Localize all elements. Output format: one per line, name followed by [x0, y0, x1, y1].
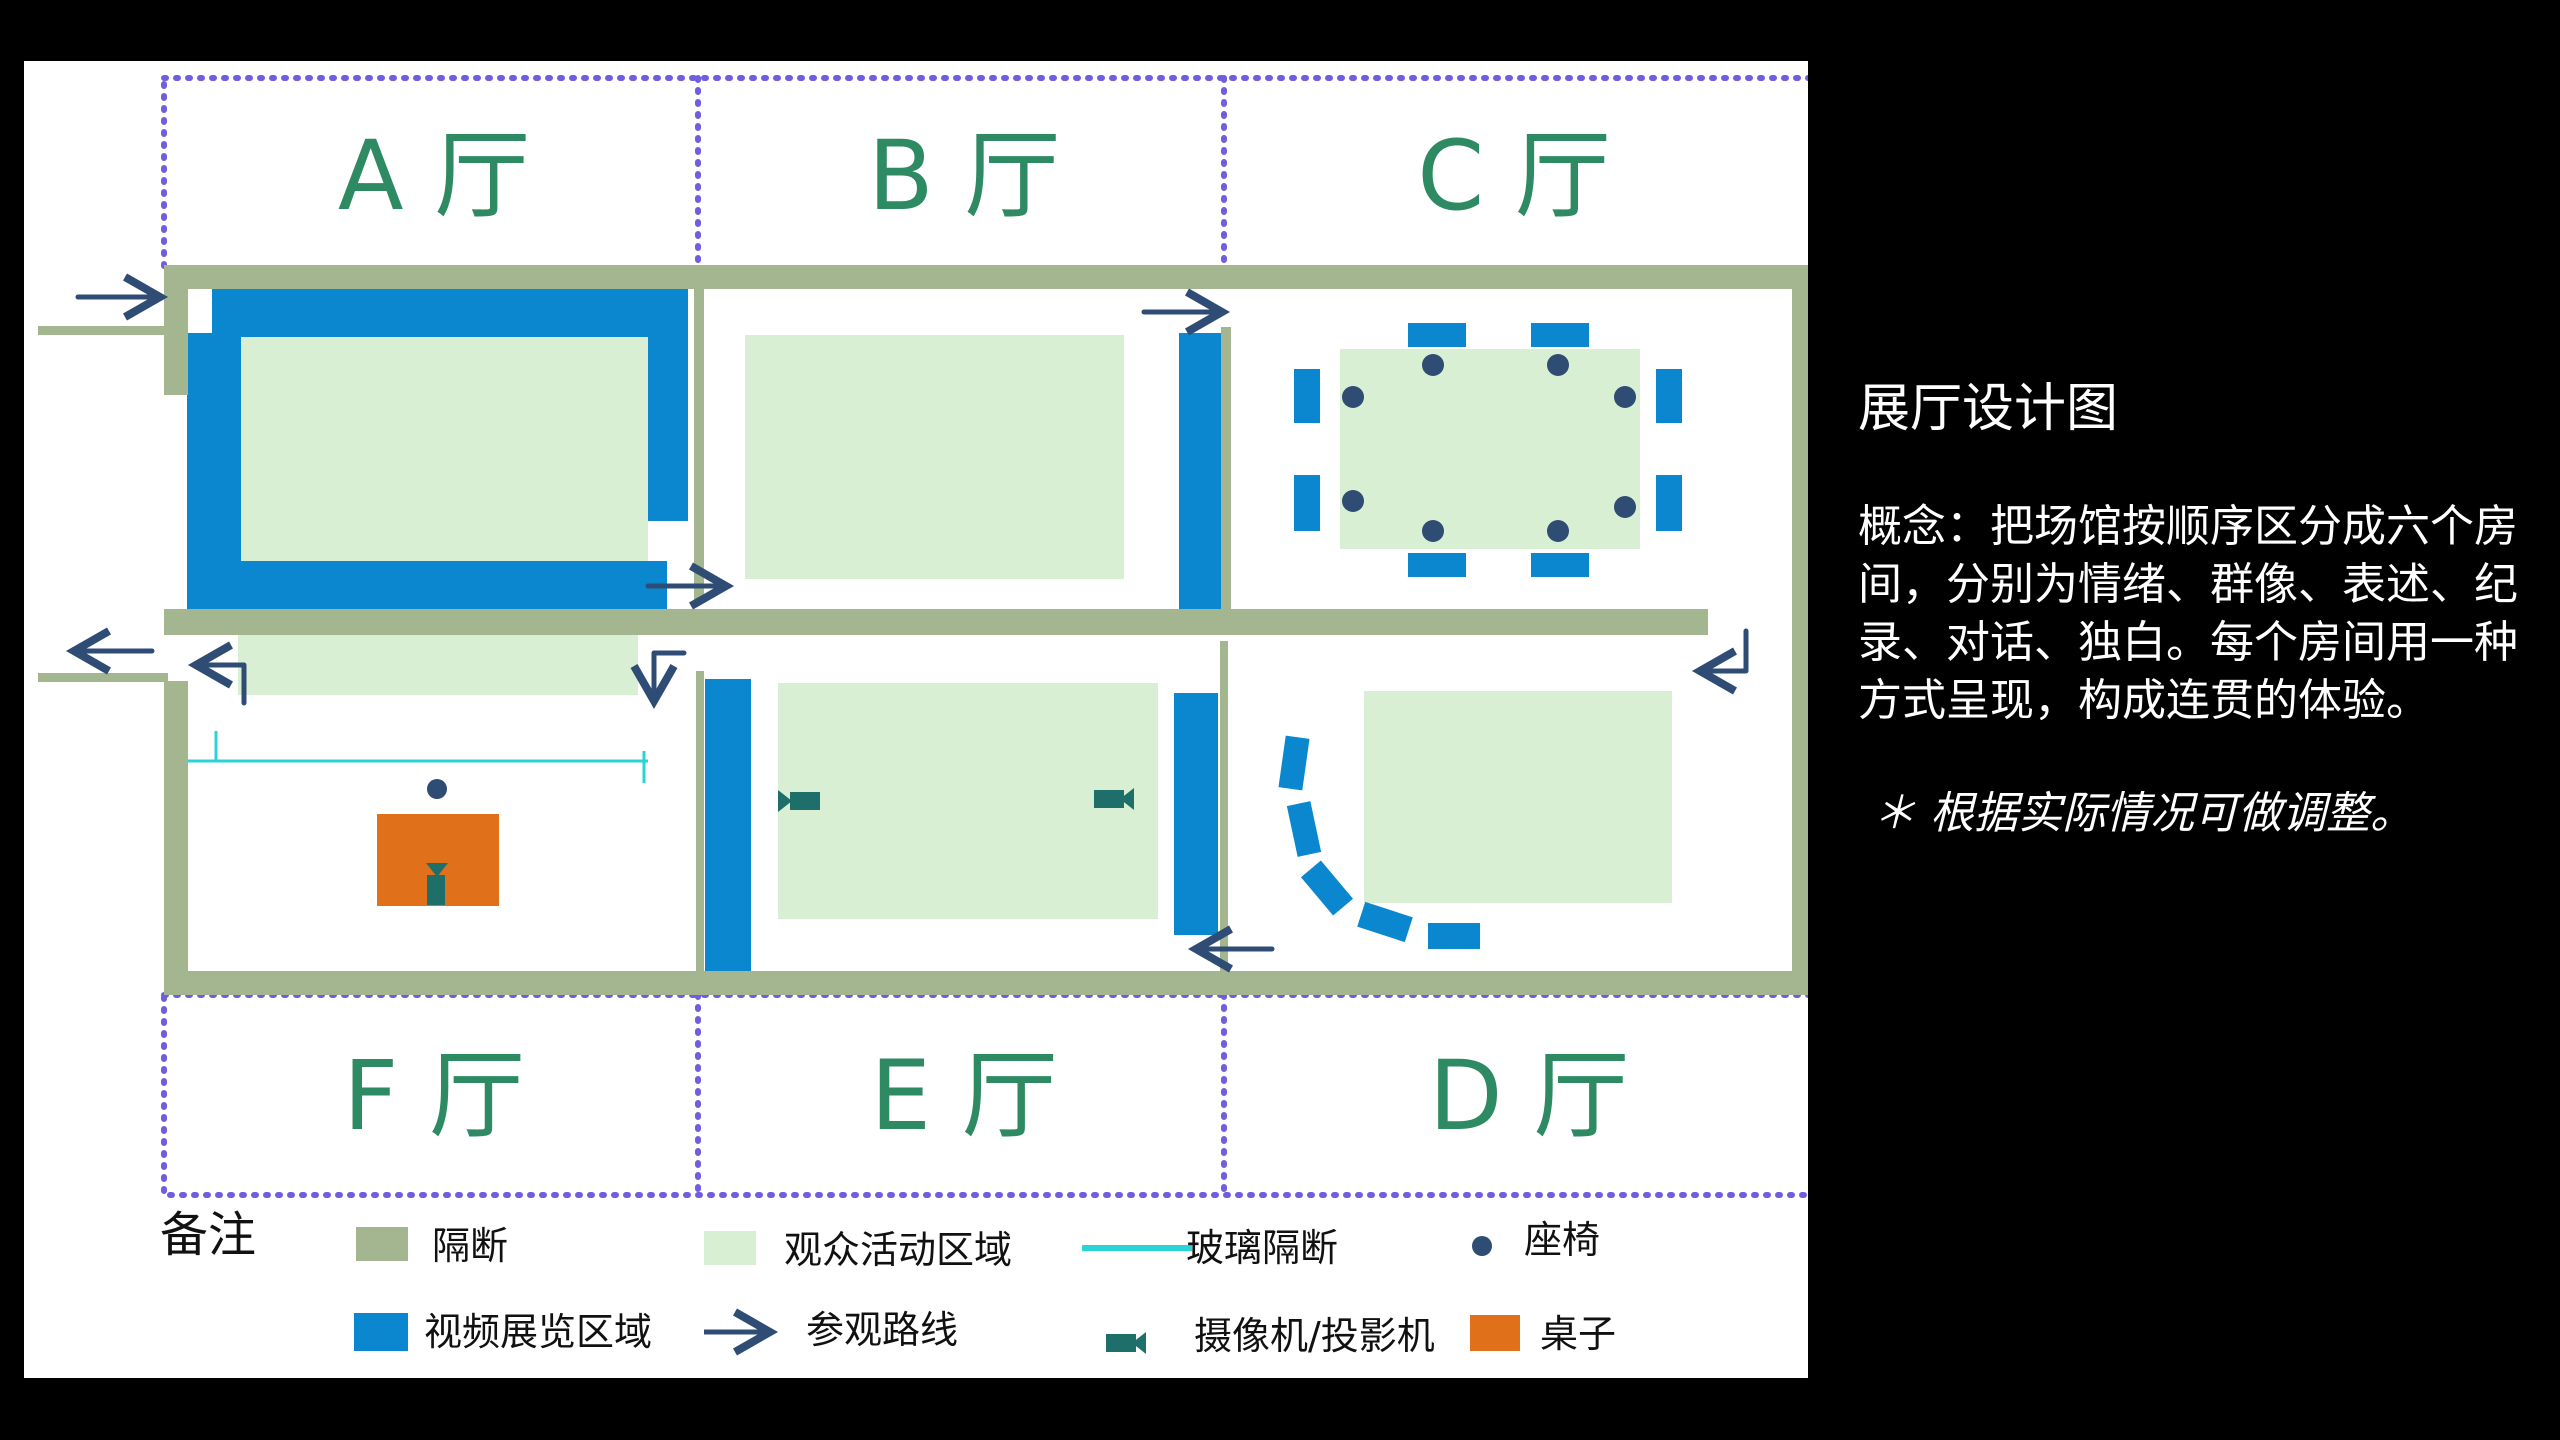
bench-c-right-2: [1656, 475, 1682, 531]
camera-f-icon: [426, 863, 448, 905]
bench-c-bottom-1: [1408, 553, 1466, 577]
route-arrow-e-to-f: [630, 650, 687, 710]
partitions: [38, 265, 1808, 995]
legend-video-swatch: [354, 1313, 408, 1351]
legend-route-label: 参观路线: [806, 1308, 958, 1352]
seat-c-5: [1342, 490, 1364, 512]
floor-plan-panel: A 厅 B 厅 C 厅 F 厅 E 厅 D 厅: [24, 61, 1808, 1378]
seat-c-2: [1547, 354, 1569, 376]
legend-audience-label: 观众活动区域: [784, 1228, 1012, 1272]
audience-area-f-strip: [238, 625, 638, 695]
description-panel: 展厅设计图 概念：把场馆按顺序区分成六个房间，分别为情绪、群像、表述、纪录、对话…: [1858, 378, 2518, 841]
legend-video-label: 视频展览区域: [424, 1310, 652, 1354]
video-area-a-bottom: [187, 561, 667, 613]
wall-bc: [1221, 327, 1231, 611]
bench-d-1: [1278, 735, 1310, 791]
bench-d-5: [1428, 923, 1480, 949]
seat-c-6: [1614, 496, 1636, 518]
seat-c-8: [1547, 520, 1569, 542]
route-arrow-c-to-d: [1691, 628, 1749, 695]
legend-table-swatch: [1470, 1315, 1520, 1351]
legend-title: 备注: [160, 1207, 256, 1263]
seat-c-7: [1422, 520, 1444, 542]
wall-left-lower: [164, 681, 188, 973]
video-area-e-right: [1174, 693, 1218, 935]
camera-e-left-icon: [778, 790, 820, 812]
bench-c-bottom-2: [1531, 553, 1589, 577]
seats-c: [1342, 354, 1636, 542]
video-areas: [187, 287, 1682, 971]
description-concept: 概念：把场馆按顺序区分成六个房间，分别为情绪、群像、表述、纪录、对话、独白。每个…: [1858, 501, 2518, 727]
bench-d-3: [1300, 860, 1354, 916]
legend-audience-swatch: [704, 1231, 756, 1265]
legend-seat-label: 座椅: [1524, 1218, 1600, 1262]
legend-seat-swatch: [1472, 1236, 1492, 1256]
hall-label-e: E 厅: [870, 1040, 1057, 1152]
seat-c-4: [1614, 386, 1636, 408]
seat-c-1: [1422, 354, 1444, 376]
video-area-b: [1179, 333, 1221, 609]
legend-partition-label: 隔断: [432, 1224, 508, 1268]
wall-bottom: [164, 971, 1808, 995]
bench-c-left-1: [1294, 369, 1320, 423]
bench-c-right-1: [1656, 369, 1682, 423]
audience-areas: [238, 335, 1672, 919]
glass-partition: [188, 731, 648, 783]
audience-area-a: [238, 337, 648, 567]
bench-c-top-2: [1531, 323, 1589, 347]
hall-label-a: A 厅: [338, 120, 530, 232]
audience-area-b: [745, 335, 1124, 579]
bench-d-4: [1357, 901, 1413, 943]
legend-camera-icon: [1106, 1332, 1146, 1354]
video-area-a-right: [648, 333, 688, 521]
bench-c-left-2: [1294, 475, 1320, 531]
wall-top: [164, 265, 1808, 289]
hall-label-c: C 厅: [1417, 120, 1611, 232]
route-arrow-f-to-exit: [187, 641, 247, 706]
wall-fe: [696, 671, 704, 973]
bench-d-2: [1286, 801, 1322, 857]
seat-f: [427, 779, 447, 799]
description-title: 展厅设计图: [1858, 379, 2119, 439]
wall-ed: [1220, 641, 1228, 971]
wall-middle-horizontal: [164, 609, 1708, 635]
hall-label-b: B 厅: [868, 120, 1060, 232]
bench-c-top-1: [1408, 323, 1466, 347]
route-arrows: [65, 273, 1749, 973]
legend: 备注 隔断 观众活动区域 玻璃隔断 座椅 视频展览区域 参观路线 摄像机/投影机…: [160, 1207, 1616, 1358]
video-area-a-top: [212, 287, 688, 337]
camera-e-right-icon: [1094, 788, 1134, 810]
description-note: ＊ 根据实际情况可做调整。: [1872, 788, 2414, 840]
exit-ledge: [38, 673, 168, 682]
legend-table-label: 桌子: [1540, 1312, 1616, 1356]
hall-label-d: D 厅: [1429, 1040, 1629, 1152]
wall-ab: [694, 287, 704, 603]
wall-right: [1792, 287, 1808, 973]
legend-camera-label: 摄像机/投影机: [1194, 1314, 1435, 1358]
legend-partition-swatch: [356, 1227, 408, 1261]
entrance-ledge: [38, 326, 168, 335]
wall-left-upper: [164, 287, 188, 395]
seat-c-3: [1342, 386, 1364, 408]
legend-glass-label: 玻璃隔断: [1186, 1226, 1338, 1270]
hall-label-f: F 厅: [343, 1040, 525, 1152]
audience-area-c: [1340, 349, 1640, 549]
floor-plan-diagram: A 厅 B 厅 C 厅 F 厅 E 厅 D 厅: [38, 75, 1808, 1358]
video-area-e-left: [705, 679, 751, 971]
audience-area-d: [1364, 691, 1672, 903]
